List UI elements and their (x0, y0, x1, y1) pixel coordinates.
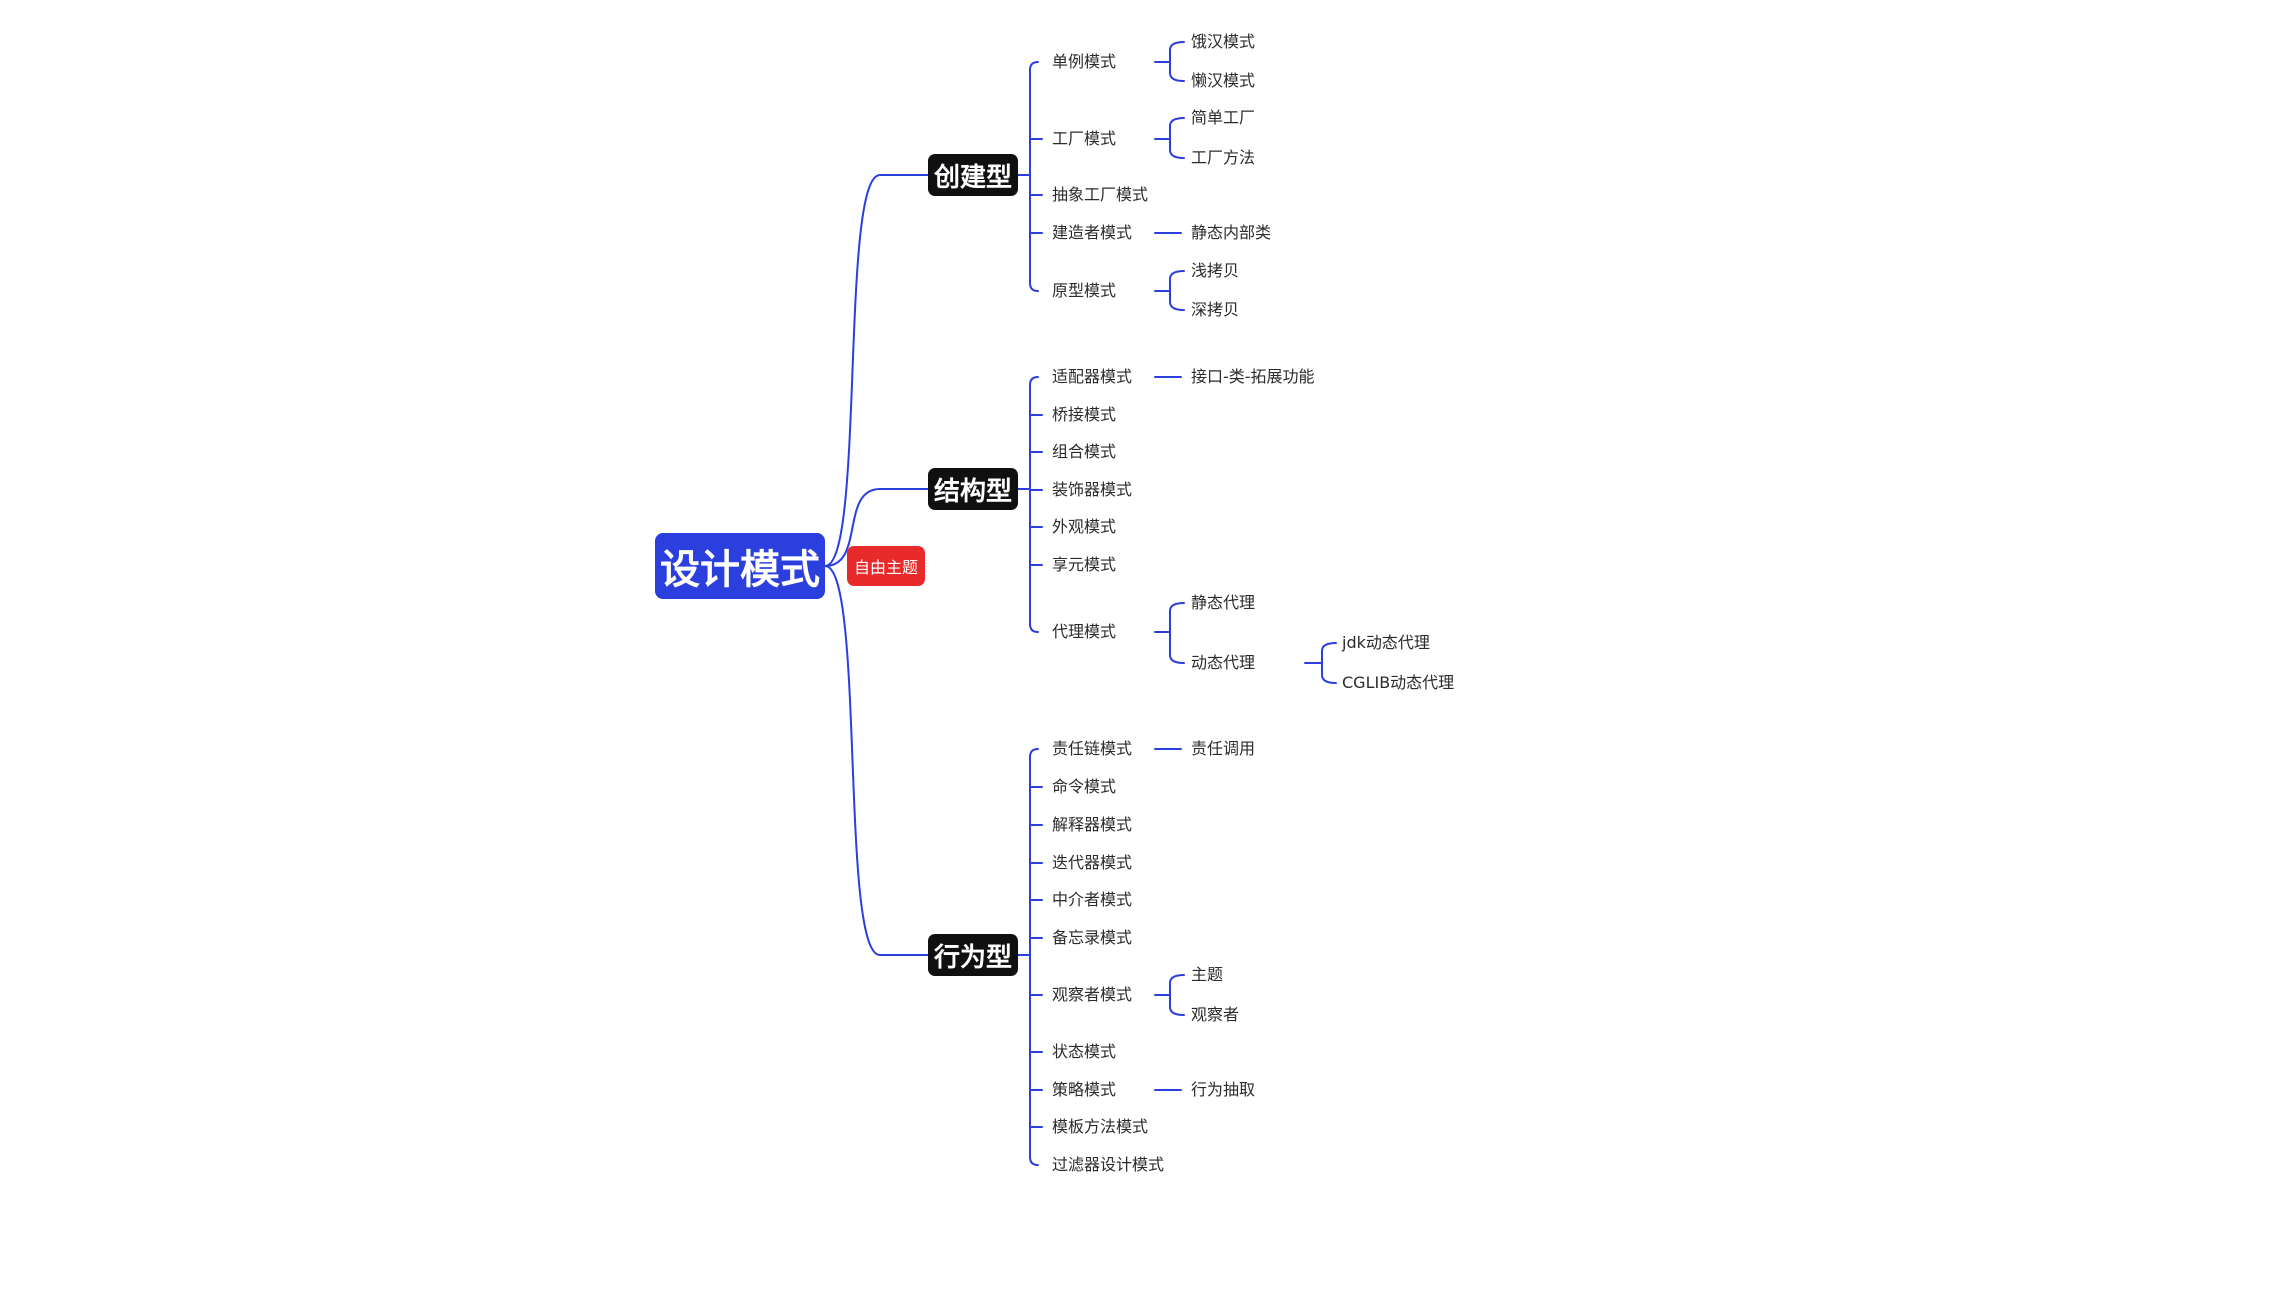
subtopic-observer[interactable]: 观察者 (1191, 1005, 1240, 1024)
connector-bar-b2 (1029, 376, 1039, 633)
floating-topic[interactable]: 自由主题 (847, 546, 925, 586)
topic-observer[interactable]: 观察者模式 (1052, 985, 1133, 1004)
topic-facade[interactable]: 外观模式 (1052, 517, 1117, 536)
branch-behavioral[interactable]: 行为型 (928, 934, 1018, 976)
branch-creational[interactable]: 创建型 (928, 154, 1018, 196)
topic-iterator[interactable]: 迭代器模式 (1052, 853, 1133, 872)
topic-flyweight[interactable]: 享元模式 (1052, 555, 1117, 574)
subtopic-simple-factory[interactable]: 简单工厂 (1191, 108, 1256, 127)
connector-root-b2 (824, 488, 929, 567)
topic-filter[interactable]: 过滤器设计模式 (1052, 1155, 1165, 1174)
subtopic-cglib-dynamic-proxy[interactable]: CGLIB动态代理 (1342, 673, 1455, 692)
topic-memento[interactable]: 备忘录模式 (1052, 928, 1133, 947)
topic-interpreter[interactable]: 解释器模式 (1052, 815, 1133, 834)
connector-bar-n2 (1169, 117, 1185, 159)
connector-root-b3 (824, 565, 929, 956)
connector-bar-s7b (1321, 642, 1337, 684)
topic-state[interactable]: 状态模式 (1052, 1042, 1117, 1061)
topic-composite[interactable]: 组合模式 (1052, 442, 1117, 461)
subtopic-behavior-extraction[interactable]: 行为抽取 (1191, 1080, 1256, 1099)
topic-bridge[interactable]: 桥接模式 (1052, 405, 1117, 424)
connector-bar-n5 (1169, 270, 1185, 311)
topic-builder[interactable]: 建造者模式 (1052, 223, 1133, 242)
subtopic-eager[interactable]: 饿汉模式 (1191, 32, 1256, 51)
root-topic[interactable]: 设计模式 (655, 533, 825, 599)
connector-bar-x7 (1169, 974, 1185, 1016)
subtopic-interface-class-extend[interactable]: 接口-类-拓展功能 (1191, 367, 1315, 386)
topic-template-method[interactable]: 模板方法模式 (1052, 1117, 1149, 1136)
topic-strategy[interactable]: 策略模式 (1052, 1080, 1117, 1099)
topic-abstract-factory[interactable]: 抽象工厂模式 (1052, 185, 1149, 204)
topic-factory[interactable]: 工厂模式 (1052, 129, 1117, 148)
connector-bar-b3 (1029, 748, 1039, 1166)
subtopic-deep-copy[interactable]: 深拷贝 (1191, 300, 1240, 319)
topic-chain-of-responsibility[interactable]: 责任链模式 (1052, 739, 1133, 758)
connector-root-b1 (824, 174, 929, 567)
subtopic-jdk-dynamic-proxy[interactable]: jdk动态代理 (1342, 633, 1430, 652)
topic-command[interactable]: 命令模式 (1052, 777, 1117, 796)
subtopic-lazy[interactable]: 懒汉模式 (1191, 71, 1256, 90)
topic-mediator[interactable]: 中介者模式 (1052, 890, 1133, 909)
branch-structural[interactable]: 结构型 (928, 468, 1018, 510)
subtopic-static-inner-class[interactable]: 静态内部类 (1191, 223, 1272, 242)
subtopic-responsibility-call[interactable]: 责任调用 (1191, 739, 1256, 758)
subtopic-shallow-copy[interactable]: 浅拷贝 (1191, 261, 1240, 280)
topic-prototype[interactable]: 原型模式 (1052, 281, 1117, 300)
topic-proxy[interactable]: 代理模式 (1052, 622, 1117, 641)
topic-decorator[interactable]: 装饰器模式 (1052, 480, 1133, 499)
subtopic-subject[interactable]: 主题 (1191, 965, 1224, 984)
topic-singleton[interactable]: 单例模式 (1052, 52, 1117, 71)
connector-bar-n1 (1169, 41, 1185, 82)
connector-bar-s7 (1169, 602, 1185, 664)
topic-adapter[interactable]: 适配器模式 (1052, 367, 1133, 386)
subtopic-dynamic-proxy[interactable]: 动态代理 (1191, 653, 1256, 672)
subtopic-factory-method[interactable]: 工厂方法 (1191, 148, 1256, 167)
subtopic-static-proxy[interactable]: 静态代理 (1191, 593, 1256, 612)
connector-bar-b1 (1029, 61, 1039, 292)
